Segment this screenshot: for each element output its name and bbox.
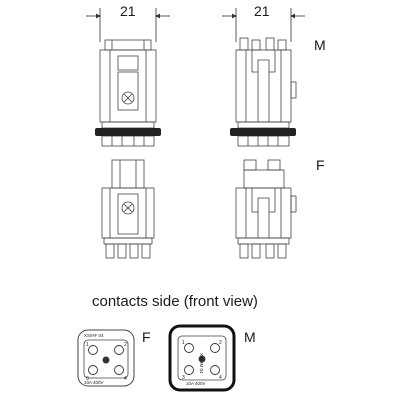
- female-contact-2: 2: [124, 342, 127, 348]
- male-contact-2: 2: [219, 340, 222, 346]
- male-contact-face: 1 2 3 4 XS/HM 04 10A 400V: [168, 324, 236, 392]
- male-rating: 10A 400V: [186, 381, 206, 386]
- male-label: M: [314, 37, 326, 53]
- male-contact-numbers: 1 2 3 4: [182, 340, 222, 381]
- dimension-left-value: 21: [120, 3, 136, 19]
- male-part-number: XS/HM 04: [199, 353, 204, 374]
- female-part-number: XS/HF 04: [84, 333, 104, 338]
- female-contact-1: 1: [86, 342, 89, 348]
- front-male-label: M: [244, 329, 256, 345]
- dimension-left: [86, 8, 170, 42]
- male-contact-4: 4: [219, 375, 222, 381]
- dimension-right: [222, 8, 305, 42]
- male-insert-side-view: [235, 37, 297, 147]
- front-view-caption: contacts side (front view): [92, 293, 258, 310]
- female-contact-3: 3: [86, 376, 89, 382]
- female-label: F: [316, 157, 325, 173]
- female-insert-front-view: [101, 159, 155, 259]
- dimension-right-value: 21: [254, 3, 270, 19]
- male-side-gasket-ring: [230, 128, 296, 136]
- male-front-gasket-ring: [95, 128, 161, 136]
- female-contact-pins: [88, 345, 124, 375]
- female-contact-face: 1 2 3 4 XS/HF 04 10A 400V: [77, 329, 135, 387]
- front-female-label: F: [142, 329, 151, 345]
- male-contact-1: 1: [182, 340, 185, 346]
- female-contact-4: 4: [124, 376, 127, 382]
- male-contact-3: 3: [182, 375, 185, 381]
- female-rating: 10A 400V: [84, 380, 104, 385]
- female-contact-numbers: 1 2 3 4: [86, 342, 127, 382]
- female-insert-side-view: [235, 159, 297, 259]
- male-contact-pins: [184, 343, 220, 375]
